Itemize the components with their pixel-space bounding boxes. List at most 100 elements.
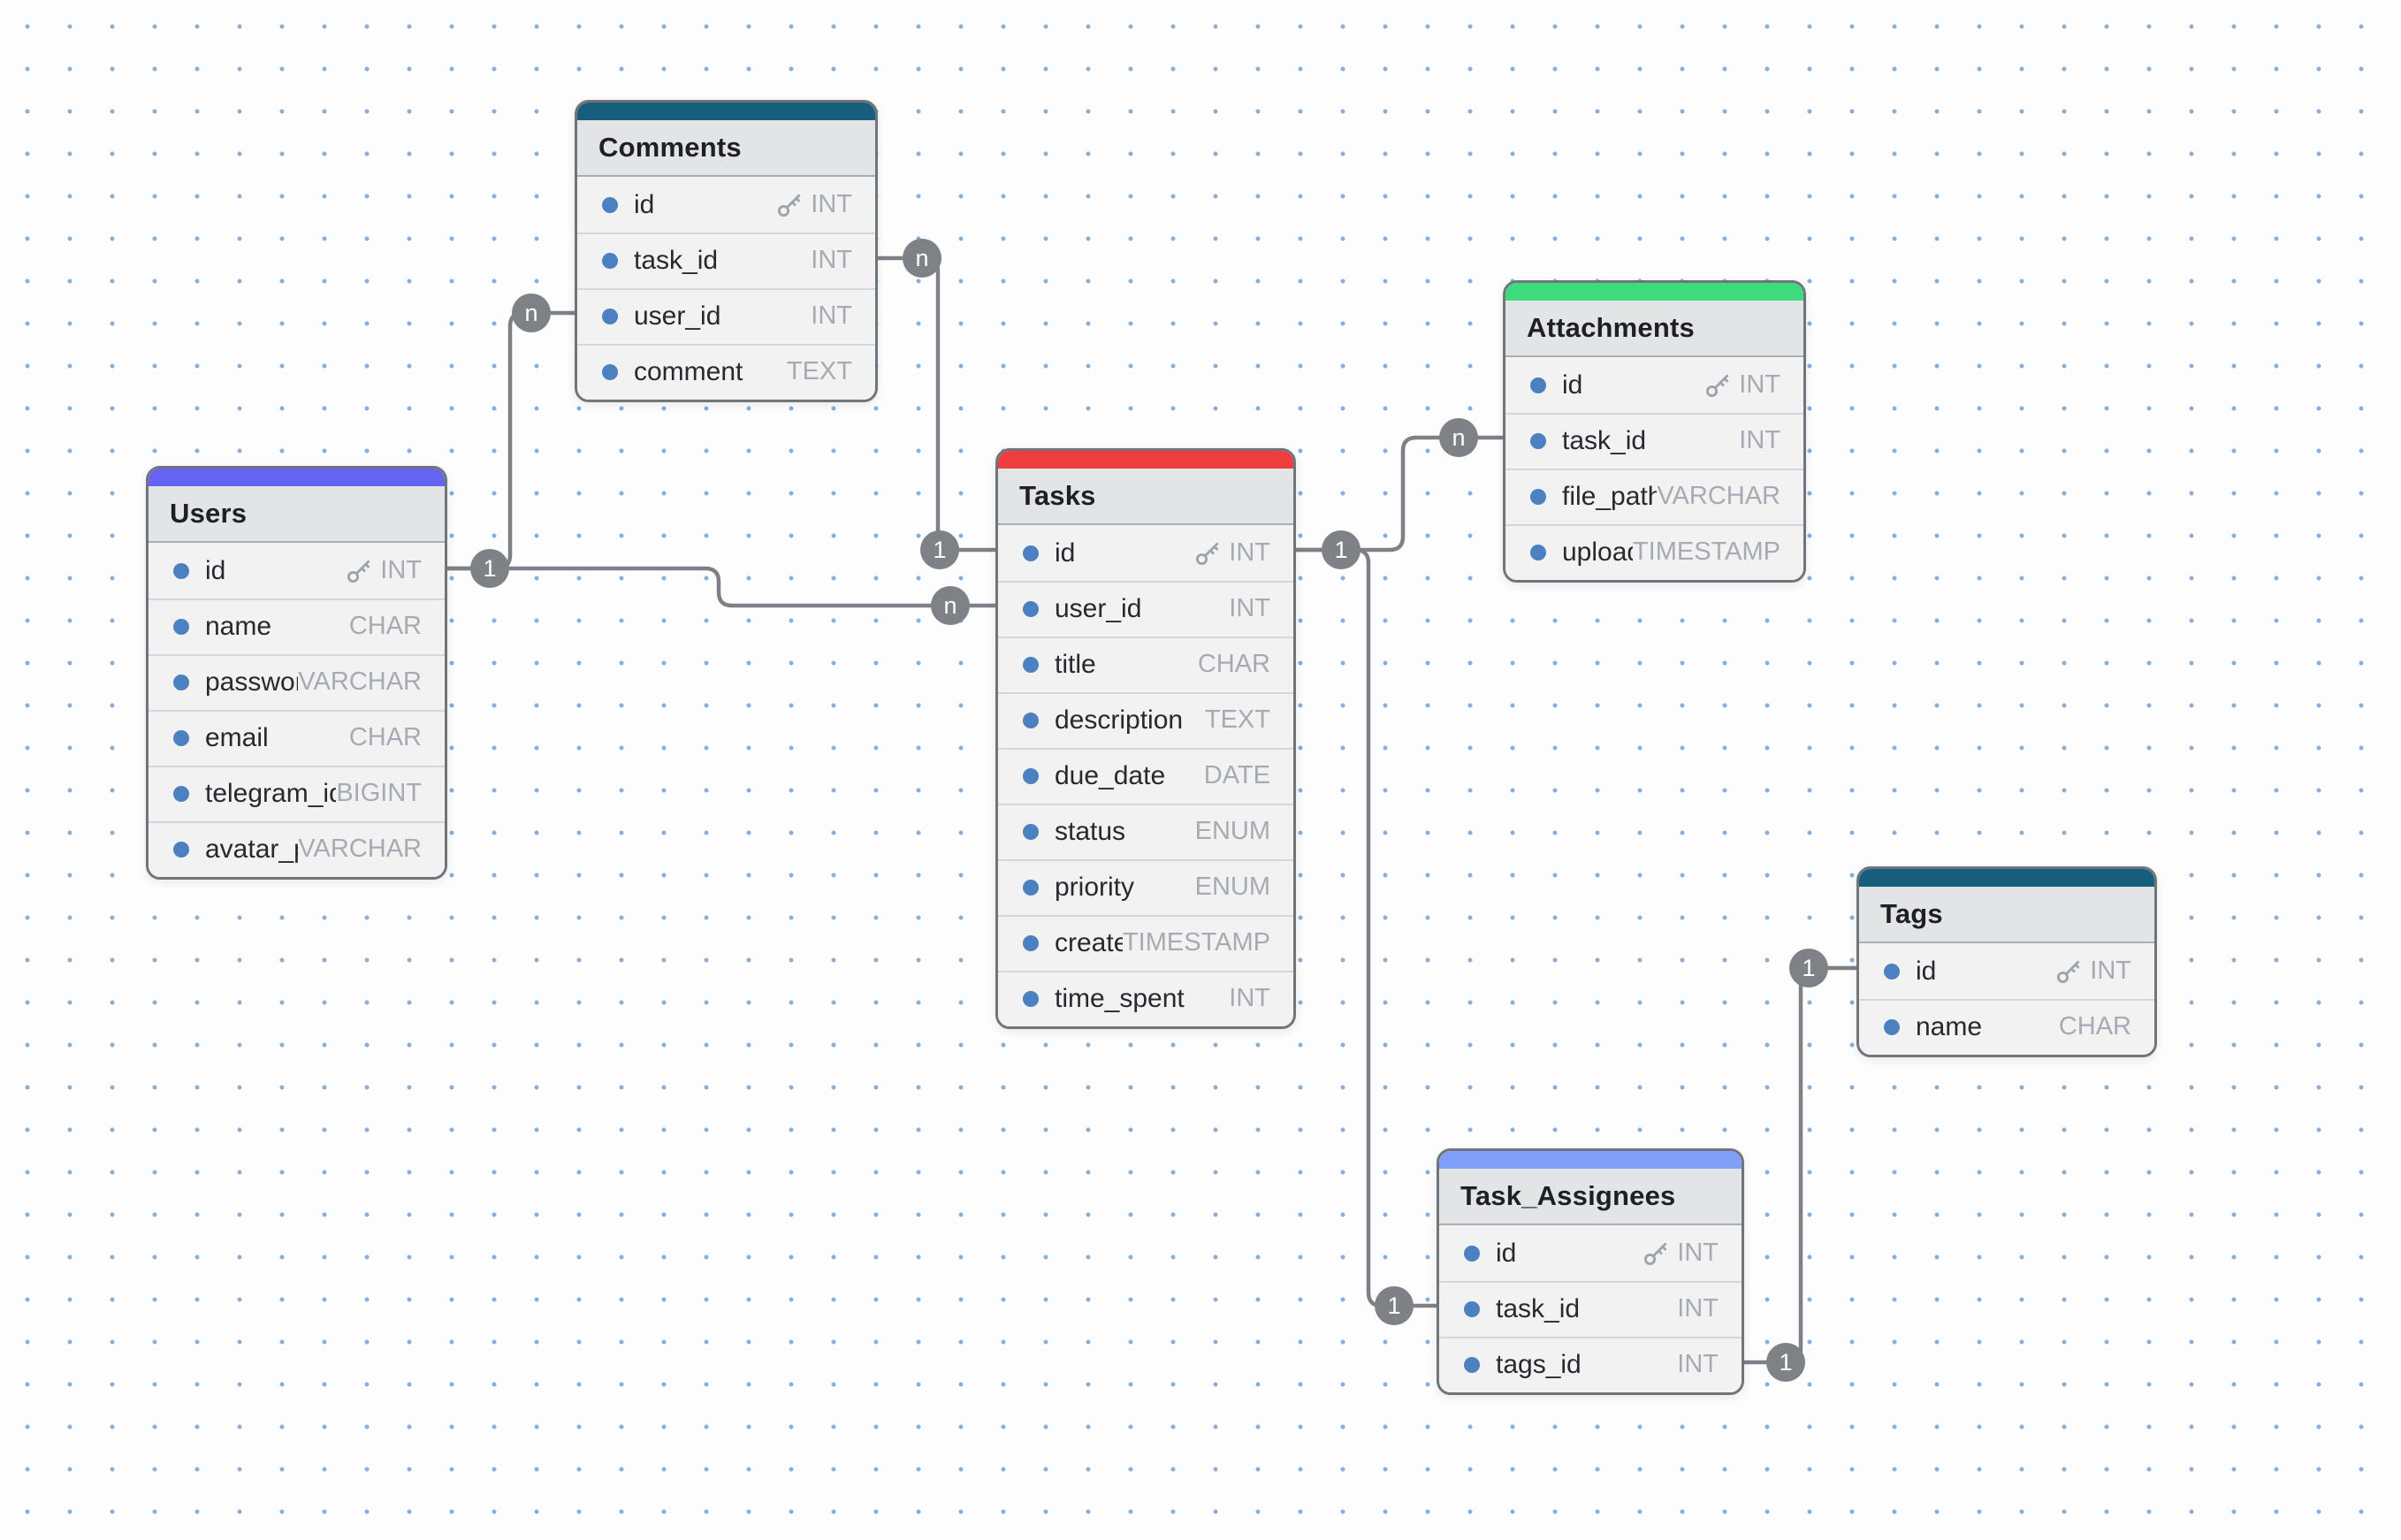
field-name: task_id <box>1562 425 1647 455</box>
field-name: due_date <box>1055 760 1166 790</box>
table-title: Users <box>170 498 248 529</box>
svg-text:1: 1 <box>1779 1349 1792 1376</box>
field-row[interactable]: passwordVARCHAR <box>149 654 445 710</box>
cardinality-badge: 1 <box>1766 1343 1805 1382</box>
field-type-label: INT <box>1229 984 1270 1012</box>
field-dot-icon <box>1023 545 1039 561</box>
table-title: Comments <box>598 132 742 163</box>
relationship-line[interactable] <box>445 310 577 571</box>
field-name: email <box>205 722 269 752</box>
svg-text:1: 1 <box>933 537 946 563</box>
field-type: INT <box>1643 1239 1719 1268</box>
field-type: INT <box>1194 538 1270 568</box>
field-name: description <box>1055 705 1184 735</box>
field-dot-icon <box>1023 879 1039 896</box>
field-row[interactable]: tags_id INT <box>1439 1337 1742 1392</box>
table-header: Task_Assignees <box>1439 1169 1742 1225</box>
field-name: id <box>1562 370 1583 400</box>
primary-key-icon <box>778 194 801 217</box>
field-dot-icon <box>1530 377 1546 393</box>
field-dot-icon <box>1023 656 1039 673</box>
cardinality-badge: n <box>1439 418 1478 457</box>
field-type: INT <box>1677 1350 1719 1379</box>
field-dot-icon <box>1530 544 1546 560</box>
svg-text:1: 1 <box>1387 1292 1400 1319</box>
table-header: Comments <box>577 120 875 177</box>
field-type-label: TEXT <box>786 357 852 385</box>
field-row[interactable]: upload...TIMESTAMP <box>1505 524 1803 580</box>
table-users[interactable]: Users idINTnameCHARpasswordVARCHARemailCH… <box>146 466 447 880</box>
field-dot-icon <box>173 562 189 579</box>
relationship-line[interactable] <box>875 255 998 553</box>
field-dot-icon <box>1464 1356 1480 1373</box>
field-dot-icon <box>1464 1300 1480 1317</box>
field-dot-icon <box>1023 712 1039 728</box>
field-type: TIMESTAMP <box>1633 537 1780 567</box>
svg-text:1: 1 <box>483 555 496 582</box>
field-name: tags_id <box>1496 1349 1582 1379</box>
field-type-label: ENUM <box>1194 817 1270 845</box>
field-name: id <box>634 189 655 219</box>
field-dot-icon <box>1530 432 1546 449</box>
field-type: CHAR <box>2059 1012 2131 1041</box>
table-header: Attachments <box>1505 301 1803 357</box>
relationship-line[interactable] <box>1293 435 1505 553</box>
field-type: TIMESTAMP <box>1123 928 1270 957</box>
field-type-label: CHAR <box>2058 1012 2131 1041</box>
field-type: VARCHAR <box>1657 482 1780 511</box>
field-name: user_id <box>634 301 721 331</box>
field-type-label: INT <box>1229 538 1270 567</box>
cardinality-badge: n <box>512 294 551 332</box>
field-row[interactable]: id INT <box>577 177 875 233</box>
table-color-bar <box>149 469 445 486</box>
field-name: file_path <box>1562 481 1658 511</box>
table-header: Tasks <box>998 469 1293 525</box>
field-row[interactable]: user_id INT <box>577 288 875 344</box>
field-type: INT <box>811 301 852 331</box>
field-type: TEXT <box>787 357 852 386</box>
field-name: task_id <box>1496 1293 1581 1323</box>
relationship-line[interactable] <box>1293 547 1439 1308</box>
field-dot-icon <box>173 674 189 690</box>
relationship-line[interactable] <box>445 566 998 608</box>
field-type-label: INT <box>811 190 852 218</box>
field-name: task_id <box>634 245 719 275</box>
field-type: INT <box>1229 594 1270 623</box>
field-row[interactable]: task_id INT <box>1505 413 1803 469</box>
field-row[interactable]: created...TIMESTAMP <box>998 915 1293 971</box>
field-row[interactable]: avatar_pa...VARCHAR <box>149 821 445 877</box>
field-type: CHAR <box>1198 650 1270 679</box>
cardinality-badge: 1 <box>1322 530 1361 569</box>
primary-key-icon <box>2057 960 2080 983</box>
relationship-line[interactable] <box>1742 965 1859 1365</box>
field-type-label: INT <box>1739 426 1780 454</box>
table-title: Task_Assignees <box>1460 1180 1676 1211</box>
field-type-label: BIGINT <box>336 779 422 807</box>
